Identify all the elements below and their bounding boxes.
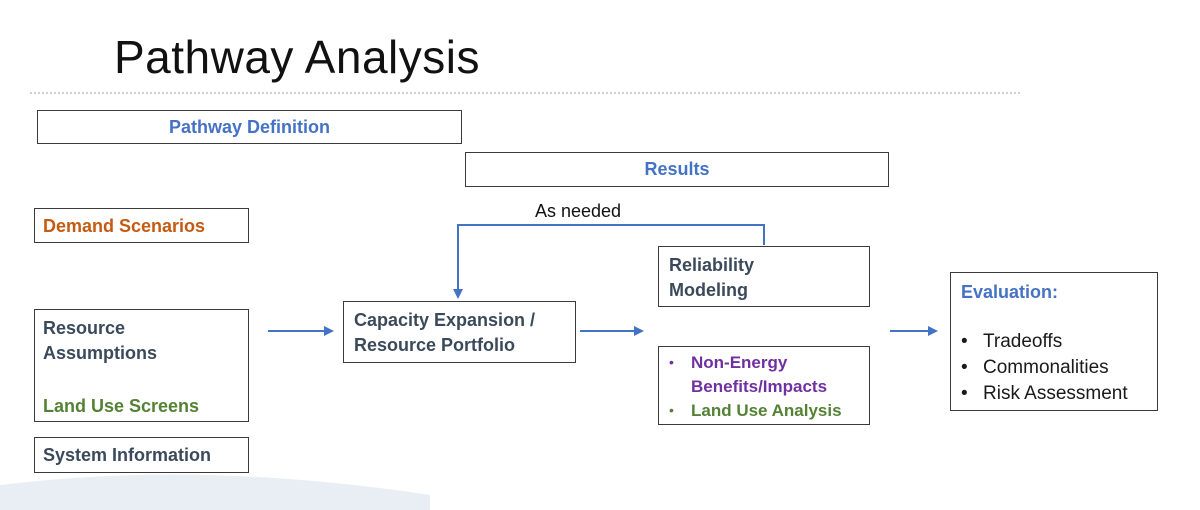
bullet-icon: • — [961, 383, 968, 404]
list-item: • Tradeoffs — [955, 329, 1155, 355]
commonalities-label: Commonalities — [983, 357, 1109, 378]
land-use-analysis-label: Land Use Analysis — [691, 401, 842, 420]
evaluation-box: Evaluation: • Tradeoffs • Commonalities … — [950, 272, 1158, 411]
pathway-definition-label: Pathway Definition — [168, 116, 330, 137]
land-use-screens-label: Land Use Screens — [43, 396, 200, 416]
capacity-expansion-label: Capacity Expansion / Resource Portfolio — [354, 310, 536, 355]
page-title: Pathway Analysis — [114, 31, 480, 83]
pathway-definition-box: Pathway Definition — [37, 110, 462, 144]
risk-assessment-label: Risk Assessment — [983, 383, 1128, 404]
capacity-expansion-box: Capacity Expansion / Resource Portfolio — [343, 301, 576, 363]
feedback-loop-arrow — [453, 224, 765, 299]
tradeoffs-label: Tradeoffs — [983, 331, 1063, 352]
title-divider — [30, 92, 1020, 94]
evaluation-list: • Tradeoffs • Commonalities • Risk Asses… — [955, 329, 1155, 407]
bullet-icon: • — [669, 402, 674, 418]
benefits-box: • Non-Energy Benefits/Impacts • Land Use… — [658, 346, 870, 425]
system-information-box: System Information — [34, 437, 249, 473]
non-energy-benefits-label: Non-Energy Benefits/Impacts — [691, 353, 828, 396]
resource-assumptions-box: Resource Assumptions Land Use Screens — [34, 309, 249, 422]
reliability-modeling-box: Reliability Modeling — [658, 246, 870, 307]
decorative-swoosh — [0, 474, 430, 510]
demand-scenarios-label: Demand Scenarios — [43, 216, 206, 236]
results-box: Results — [465, 152, 889, 187]
list-item: • Land Use Analysis — [663, 399, 867, 423]
bullet-icon: • — [961, 357, 968, 378]
system-information-label: System Information — [43, 445, 212, 465]
list-item: • Commonalities — [955, 355, 1155, 381]
evaluation-heading: Evaluation: — [961, 282, 1059, 302]
demand-scenarios-box: Demand Scenarios — [34, 208, 249, 243]
list-item: • Risk Assessment — [955, 381, 1155, 407]
list-item: • Non-Energy Benefits/Impacts — [663, 351, 867, 399]
bullet-icon: • — [669, 354, 674, 370]
bullet-icon: • — [961, 331, 968, 352]
feedback-label: As needed — [535, 201, 622, 221]
reliability-modeling-label: Reliability Modeling — [669, 255, 755, 300]
resource-assumptions-label: Resource Assumptions — [43, 318, 158, 363]
benefits-list: • Non-Energy Benefits/Impacts • Land Use… — [663, 351, 867, 423]
results-label: Results — [644, 159, 710, 179]
